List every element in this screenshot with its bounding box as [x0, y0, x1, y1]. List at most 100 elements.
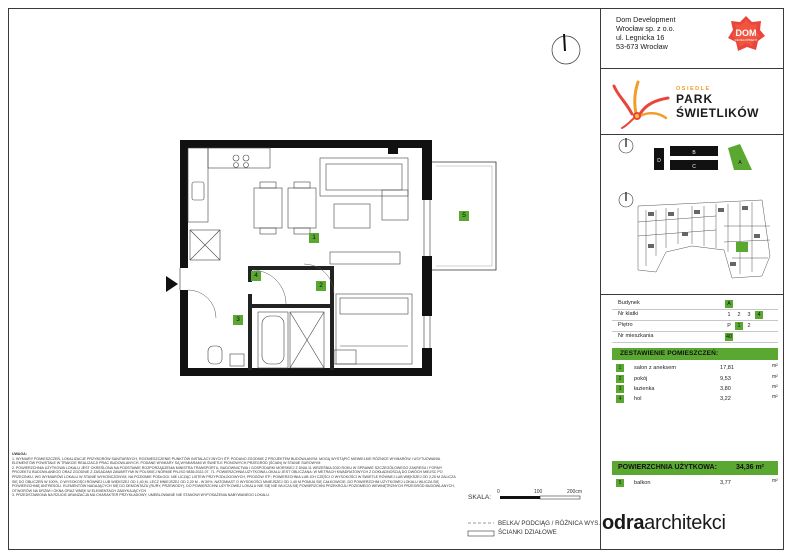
- room-unit: m²: [772, 384, 778, 390]
- room-number: 4: [616, 395, 624, 403]
- dom-logo-text: DOM: [736, 28, 757, 38]
- scale-label: SKALA:: [468, 494, 492, 501]
- bathroom: [207, 311, 325, 369]
- plan-badge-5: 5: [459, 211, 469, 221]
- usable-area-bar: POWIERZCHNIA UŻYTKOWA: 34,36 m²: [612, 461, 778, 475]
- company-street: ul. Legnicka 16: [616, 33, 665, 42]
- legend-beam: BELKA/ PODCIĄG / RÓŻNICA WYS.: [498, 520, 601, 527]
- room-row-hall: 4 hol 3,22 m²: [616, 394, 784, 404]
- notes-title: UWAGA:: [12, 452, 27, 456]
- usable-area-label: POWIERZCHNIA UŻYTKOWA:: [618, 464, 717, 471]
- scale-tick-200: 200cm: [567, 489, 583, 495]
- cell-floor-1: 1: [735, 322, 743, 330]
- row-apartment: Nr mieszkania: [618, 332, 784, 342]
- room-name: pokój: [634, 376, 648, 382]
- dining-table: [253, 181, 317, 235]
- room-unit: m²: [772, 478, 778, 484]
- floor-key-plan: [618, 192, 771, 279]
- site-plan: D B C A: [618, 138, 752, 170]
- row-building: Budynek: [618, 299, 784, 309]
- room-number: 1: [616, 364, 624, 372]
- room-number: 3: [616, 385, 624, 393]
- row-staircase: Nr klatki: [618, 310, 784, 320]
- note-item: 1. WYMIARY POMIESZCZEŃ, LOKALIZACJE PRZY…: [12, 456, 441, 466]
- label-floor: Piętro: [618, 322, 633, 328]
- interior-walls: [248, 266, 334, 370]
- building-b-label: B: [692, 150, 696, 156]
- rooms-summary-title: ZESTAWIENIE POMIESZCZEŃ:: [620, 350, 719, 357]
- sofa: [319, 157, 409, 265]
- cell-floor-p: P: [727, 323, 731, 329]
- exterior-walls: [180, 140, 432, 376]
- cell-staircase-1: 1: [727, 312, 731, 318]
- room-name: salon z aneksem: [634, 365, 676, 371]
- floor-plan: [166, 140, 497, 376]
- room-area: 9,53: [720, 376, 731, 382]
- building-a-label: A: [738, 160, 742, 166]
- label-staircase: Nr klatki: [618, 311, 639, 317]
- room-area: 3,77: [720, 480, 731, 486]
- label-apartment: Nr mieszkania: [618, 333, 654, 339]
- building-a: [728, 144, 752, 170]
- legend-partition: ŚCIANKI DZIAŁOWE: [498, 529, 557, 536]
- room-number: 2: [616, 375, 624, 383]
- park-swietlikow-logo: OSIEDLE PARK ŚWIETLIKÓW: [612, 80, 759, 129]
- scale-bar: [500, 495, 581, 500]
- architect-logo-part2: architekci: [644, 512, 726, 534]
- room-row-bedroom: 2 pokój 9,53 m²: [616, 374, 784, 384]
- room-number: 5: [616, 479, 624, 487]
- doors: [187, 263, 335, 319]
- highlighted-unit: [736, 242, 748, 252]
- building-b: [670, 146, 718, 156]
- estate-line2: ŚWIETLIKÓW: [676, 105, 759, 120]
- cell-apartment: 40: [725, 333, 733, 341]
- room-area: 3,22: [720, 396, 731, 402]
- building-c: [670, 160, 718, 170]
- rooms-summary-header: ZESTAWIENIE POMIESZCZEŃ:: [612, 348, 778, 360]
- room-row-balcony: 5 balkon 3,77 m²: [616, 478, 784, 488]
- room-area: 3,80: [720, 386, 731, 392]
- building-c-label: C: [692, 164, 696, 170]
- panel-divider: [600, 134, 784, 135]
- room-unit: m²: [772, 394, 778, 400]
- architect-logo-part1: odra: [602, 512, 645, 534]
- cell-staircase-2: 2: [737, 312, 741, 318]
- scale-tick-0: 0: [497, 489, 500, 495]
- label-building: Budynek: [618, 300, 640, 306]
- note-item: 3. PRZEDSTAWIONA NA RZUCIE ARANŻACJA MA …: [12, 493, 269, 498]
- building-d-label: D: [657, 158, 661, 164]
- compass-icon: [618, 192, 634, 208]
- drawing-sheet: [8, 8, 784, 550]
- panel-divider: [600, 294, 784, 295]
- room-name: balkon: [634, 480, 651, 486]
- plan-badge-1: 1: [309, 233, 319, 243]
- estate-line1: PARK: [676, 92, 713, 106]
- cell-floor-2: 2: [747, 323, 751, 329]
- balcony-outline: [432, 161, 497, 271]
- cell-building: A: [725, 300, 733, 308]
- cell-staircase-4: 4: [755, 311, 763, 319]
- row-separator: [612, 331, 778, 332]
- room-unit: m²: [772, 363, 778, 369]
- notes-block: UWAGA: 1. WYMIARY POMIESZCZEŃ, LOKALIZAC…: [12, 452, 462, 498]
- plan-badge-3: 3: [233, 315, 243, 325]
- bedroom-furniture: [333, 293, 413, 365]
- usable-area-value: 34,36 m²: [736, 464, 765, 471]
- entrance-arrow-icon: [166, 276, 178, 292]
- building-d: [654, 148, 664, 170]
- scale-tick-100: 100: [534, 489, 543, 495]
- architect-logo: odraarchitekci: [602, 512, 726, 535]
- row-separator: [612, 309, 778, 310]
- row-separator: [612, 320, 778, 321]
- row-floor: Piętro: [618, 321, 784, 331]
- info-panel: [600, 8, 784, 550]
- compass-icon: [618, 138, 634, 154]
- legend-swatches: [467, 522, 495, 537]
- panel-divider: [600, 68, 784, 69]
- row-separator: [612, 342, 778, 343]
- kitchen: [187, 147, 271, 261]
- room-unit: m²: [772, 374, 778, 380]
- cell-staircase-3: 3: [747, 312, 751, 318]
- plan-badge-4: 4: [251, 271, 261, 281]
- company-name: Dom Development: [616, 15, 676, 24]
